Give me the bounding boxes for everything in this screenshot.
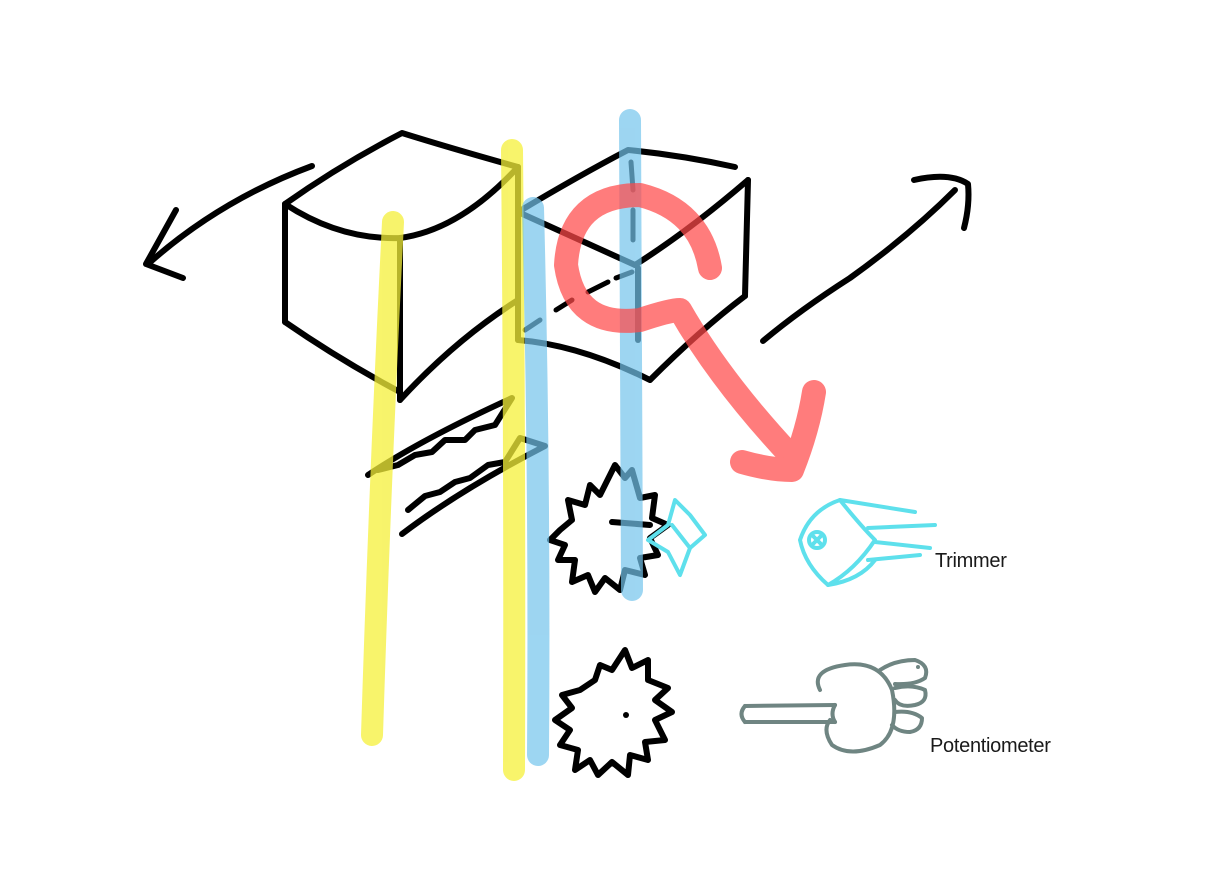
trimmer-small-icon [646, 498, 707, 577]
potentiometer-icon [739, 658, 929, 754]
yellow-highlight [361, 139, 526, 781]
gear-icon [547, 462, 671, 595]
trimmer-label: Trimmer [935, 550, 1007, 572]
potentiometer-label: Potentiometer [930, 735, 1051, 757]
trimmer-icon [798, 498, 937, 587]
arrow-left-icon [143, 163, 315, 281]
gear-icon [552, 647, 675, 778]
rotate-arrow-icon [554, 183, 826, 482]
arrow-right-icon [760, 173, 972, 344]
